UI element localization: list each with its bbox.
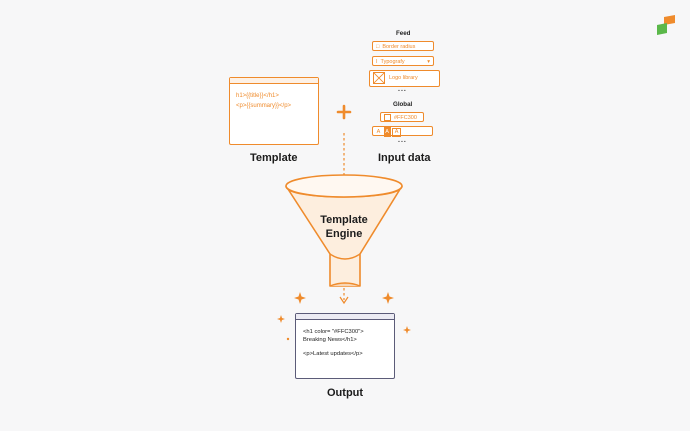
template-label: Template <box>250 152 298 164</box>
template-code-line-1: h1>{{title}}</h1> <box>236 93 279 99</box>
sparkle-icon <box>277 315 285 323</box>
output-window: <h1 color= "#FFC300"> Breaking News</h1>… <box>295 313 395 379</box>
engine-label-line-1: Template <box>320 214 368 226</box>
sparkle-dot <box>286 337 290 341</box>
output-label: Output <box>327 387 364 399</box>
output-code: <h1 color= "#FFC300"> Breaking News</h1>… <box>296 320 394 358</box>
feed-ellipsis: ... <box>398 86 407 93</box>
font-sample-a: A <box>376 129 381 135</box>
global-color-value: #FFC300 <box>394 115 417 121</box>
output-code-line-1: <h1 color= "#FFC300"> <box>303 329 364 335</box>
brand-logo <box>657 15 675 35</box>
global-font-samples: A A A <box>372 126 433 137</box>
sparkle-icon <box>382 292 394 304</box>
template-code: h1>{{title}}</h1> <p>{{summary}}</p> <box>230 84 318 111</box>
template-window-titlebar <box>230 78 318 84</box>
global-header: Global <box>393 101 413 108</box>
feed-item-label: Typografy <box>380 59 405 65</box>
engine-label: Template Engine <box>304 213 384 241</box>
global-ellipsis: ... <box>398 137 407 144</box>
global-color-field: #FFC300 <box>380 112 424 122</box>
sparkle-icon <box>403 326 411 334</box>
template-code-line-2: <p>{{summary}}</p> <box>236 103 292 109</box>
output-window-titlebar <box>296 314 394 320</box>
funnel-icon <box>285 174 403 287</box>
sparkle-icon <box>294 292 306 304</box>
feed-item-label: Border radius <box>382 44 416 50</box>
engine-label-line-2: Engine <box>325 228 363 240</box>
feed-item-logo-library: Logo library <box>369 70 440 87</box>
feed-item-label: Logo library <box>389 75 418 81</box>
font-sample-a-highlighted: A <box>383 127 391 137</box>
border-radius-icon: □ <box>376 44 380 50</box>
output-code-line-2: Breaking News</h1> <box>303 337 357 343</box>
image-placeholder-icon <box>373 71 385 84</box>
feed-header: Feed <box>396 30 411 37</box>
chevron-down-icon: ▾ <box>427 59 430 65</box>
output-code-line-3: <p>Latest updates</p> <box>303 351 363 357</box>
input-data-label: Input data <box>378 152 431 164</box>
color-swatch-icon <box>384 114 391 122</box>
plus-icon <box>336 104 352 120</box>
font-sample-a-boxed: A <box>392 128 402 137</box>
text-cursor-icon: I <box>376 59 378 65</box>
feed-item-border-radius: □Border radius <box>372 41 434 51</box>
template-window: h1>{{title}}</h1> <p>{{summary}}</p> <box>229 77 319 145</box>
arrow-down-to-output <box>339 288 349 305</box>
